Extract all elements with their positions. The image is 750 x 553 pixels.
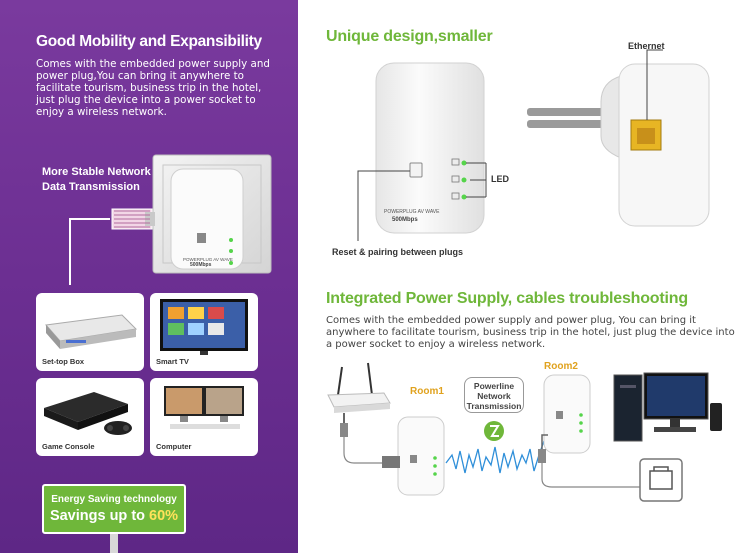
- wall-outlet-device-illustration: POWERPLUG AV WAVE 500Mbps: [69, 154, 272, 285]
- device-side-illustration: [527, 49, 710, 227]
- led-label: LED: [491, 174, 509, 184]
- front-speed-text: 500Mbps: [392, 217, 418, 223]
- device-front-illustration: POWERPLUG AV WAVE 500Mbps: [357, 62, 487, 241]
- device-model-text: POWERPLUG AV WAVE: [183, 257, 233, 262]
- reset-pairing-label: Reset & pairing between plugs: [332, 247, 464, 257]
- sign-post: [110, 534, 118, 553]
- unique-design-heading: Unique design,smaller: [326, 28, 493, 45]
- room1-label: Room1: [410, 386, 444, 397]
- room-network-diagram: [327, 362, 722, 502]
- stable-network-label: More Stable Network Data Transmission: [42, 166, 151, 193]
- integrated-power-heading: Integrated Power Supply, cables troubles…: [326, 290, 688, 307]
- smart-tv-icon: [160, 299, 248, 355]
- front-model-text: POWERPLUG AV WAVE: [384, 209, 440, 215]
- room2-label: Room2: [544, 361, 578, 372]
- left-heading: Good Mobility and Expansibility: [36, 33, 262, 50]
- tile-computer: Computer: [150, 378, 258, 456]
- tile-game-console: Game Console: [36, 378, 144, 456]
- computer-icon: [164, 386, 244, 429]
- left-panel: Good Mobility and Expansibility Comes wi…: [0, 0, 298, 553]
- device-speed-text: 500Mbps: [190, 262, 212, 268]
- game-console-icon: [44, 392, 132, 435]
- powerline-transmission-box: Powerline Network Transmission: [464, 377, 524, 413]
- integrated-power-body: Comes with the embedded power supply and…: [326, 315, 735, 350]
- set-top-box-icon: [45, 314, 138, 349]
- right-panel: Unique design,smaller POWERPLUG AV WAVE …: [298, 0, 750, 553]
- energy-saving-sign: Energy Saving technology Savings up to 6…: [42, 484, 186, 534]
- tile-set-top-box: Set-top Box: [36, 293, 144, 371]
- ethernet-label: Ethernet: [628, 41, 665, 51]
- left-body-text: Comes with the embedded power supply and…: [36, 58, 270, 118]
- tile-smart-tv: Smart TV: [150, 293, 258, 371]
